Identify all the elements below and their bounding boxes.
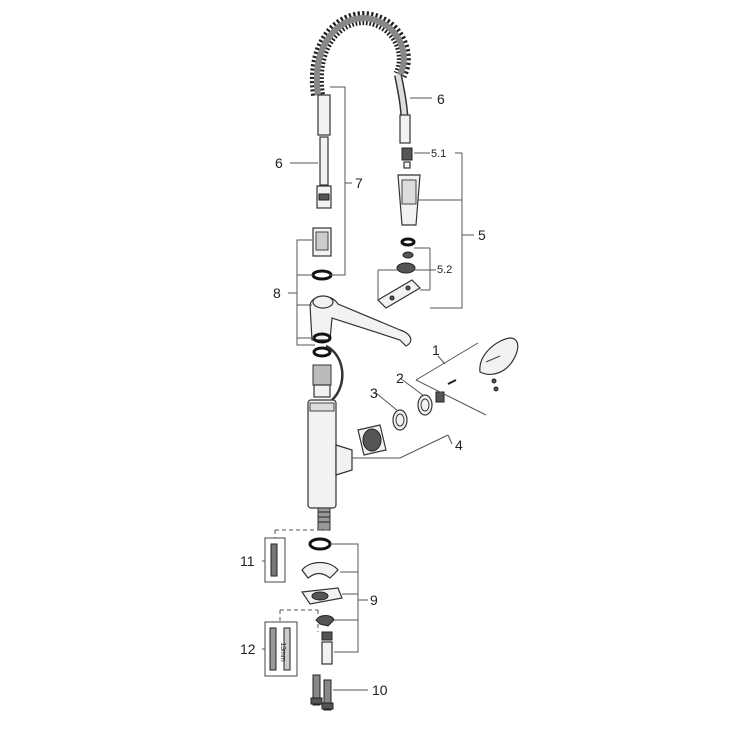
part-numbers: 6 5.1 5 5.2 6 7 8 1 2 3 4 9 10 11 12 — [240, 91, 486, 698]
tool-size-label: 13mm — [279, 642, 286, 662]
label-6-left: 6 — [275, 155, 283, 171]
mounting-block — [311, 227, 333, 281]
spout — [309, 295, 412, 347]
supply-hose-connectors — [310, 674, 334, 711]
leader-lines — [262, 86, 487, 691]
tool-box-12: 13mm — [264, 621, 298, 677]
label-5: 5 — [478, 227, 486, 243]
spring-tube — [316, 94, 332, 209]
faucet-body — [307, 399, 353, 531]
label-6-hose: 6 — [437, 91, 445, 107]
label-5-1: 5.1 — [431, 148, 446, 160]
lever-handle — [447, 337, 519, 392]
spring-coil — [309, 11, 411, 97]
pull-out-hose — [394, 74, 411, 144]
label-2: 2 — [396, 370, 404, 386]
label-8: 8 — [273, 285, 281, 301]
label-9: 9 — [370, 592, 378, 608]
spray-head-assembly — [377, 147, 421, 309]
label-11: 11 — [240, 553, 255, 569]
label-10: 10 — [372, 682, 388, 698]
valve-connector — [312, 364, 332, 398]
label-1: 1 — [432, 342, 440, 358]
label-4: 4 — [455, 437, 463, 453]
connector-hose — [325, 344, 344, 401]
tool-box-11 — [264, 537, 286, 583]
label-12: 12 — [240, 641, 256, 657]
cartridge-group — [357, 391, 445, 456]
label-7: 7 — [355, 175, 363, 191]
mounting-kit — [300, 537, 343, 665]
label-3: 3 — [370, 385, 378, 401]
label-5-2: 5.2 — [437, 264, 452, 276]
